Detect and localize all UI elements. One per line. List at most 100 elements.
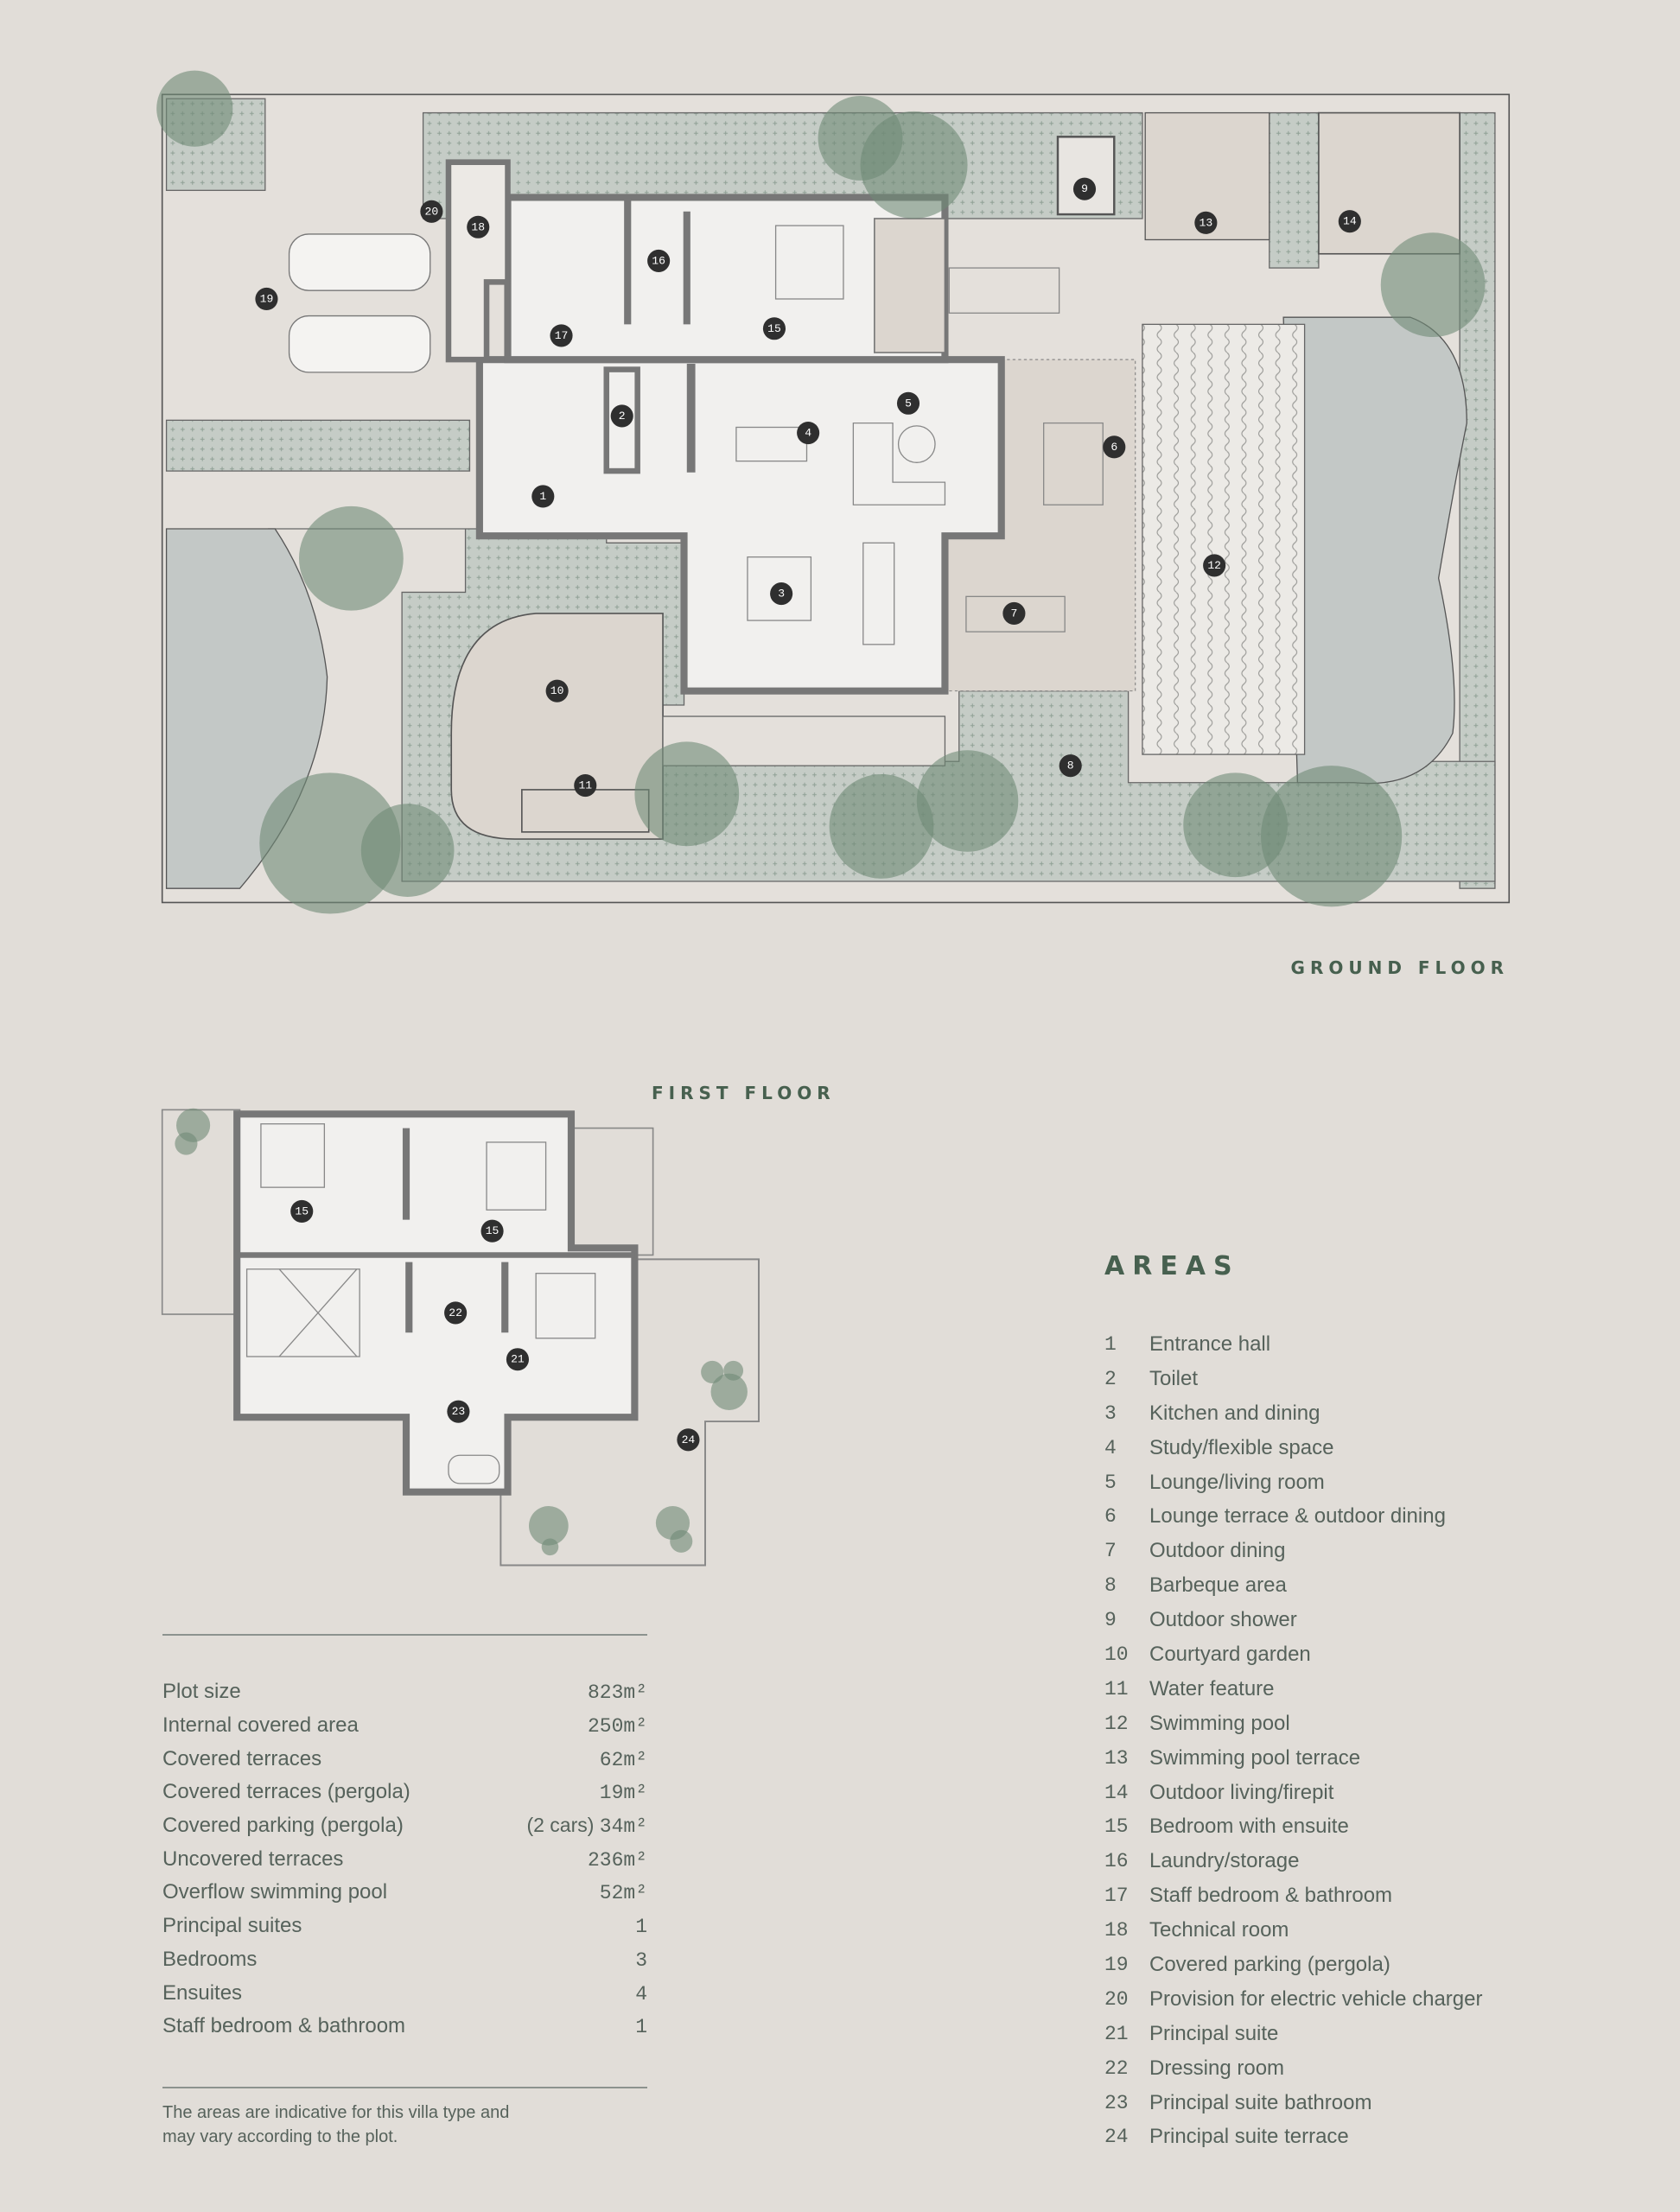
stat-value: 62m²: [600, 1747, 647, 1771]
tree-icon: [710, 1373, 748, 1410]
tree-icon: [1261, 766, 1403, 907]
room-marker: 15: [290, 1199, 314, 1223]
stat-label: Covered parking (pergola): [162, 1814, 404, 1838]
room-marker-number: 4: [805, 427, 811, 440]
stat-number: 1: [635, 1916, 647, 1939]
tree-icon: [259, 772, 401, 914]
area-item: 20 Provision for electric vehicle charger: [1104, 1982, 1483, 2017]
area-stats-table: Plot size 823m² Internal covered area 250m²…: [162, 1634, 647, 2044]
room-marker-number: 6: [1110, 441, 1117, 454]
area-number: 20: [1104, 1987, 1129, 2011]
room-marker-number: 7: [1010, 607, 1017, 620]
room-marker-number: 12: [1207, 559, 1221, 572]
tree-icon: [1380, 232, 1486, 338]
area-number: 2: [1104, 1367, 1117, 1390]
tree-icon: [298, 505, 404, 611]
area-number: 22: [1104, 2056, 1129, 2080]
area-number: 23: [1104, 2091, 1129, 2114]
area-label: Entrance hall: [1149, 1332, 1271, 1356]
area-number: 1: [1104, 1332, 1117, 1356]
room-marker-number: 24: [682, 1433, 696, 1446]
area-number: 11: [1104, 1677, 1129, 1700]
area-number: 21: [1104, 2022, 1129, 2045]
room-marker-number: 23: [452, 1405, 466, 1418]
note-divider: The areas are indicative for this villa …: [162, 2087, 647, 2149]
area-number: 18: [1104, 1919, 1129, 1942]
area-number: 24: [1104, 2126, 1129, 2149]
area-number: 19: [1104, 1953, 1129, 1976]
stat-number: 823m²: [587, 1681, 647, 1705]
room-marker: 18: [467, 215, 490, 238]
stat-row: Plot size 823m²: [162, 1675, 647, 1709]
room-marker-number: 2: [619, 410, 626, 423]
first-floor-label: FIRST FLOOR: [652, 1083, 836, 1103]
room-marker-number: 3: [778, 588, 785, 601]
tree-icon: [829, 773, 934, 879]
stat-label: Overflow swimming pool: [162, 1880, 388, 1904]
stat-label: Ensuites: [162, 1980, 243, 2005]
area-label: Barbeque area: [1149, 1573, 1287, 1598]
stat-row: Covered parking (pergola)(2 cars) 34m²: [162, 1809, 647, 1843]
tree-icon: [360, 804, 455, 897]
stat-row: Principal suites 1: [162, 1910, 647, 1943]
area-number: 12: [1104, 1712, 1129, 1735]
stat-number: 62m²: [599, 1748, 647, 1771]
stat-label: Covered terraces (pergola): [162, 1780, 410, 1804]
room-marker-number: 9: [1081, 182, 1088, 195]
stat-row: Covered terraces 62m²: [162, 1742, 647, 1776]
room-marker: 7: [1002, 601, 1026, 625]
area-label: Principal suite terrace: [1149, 2125, 1349, 2149]
area-number: 13: [1104, 1746, 1129, 1770]
stat-label: Internal covered area: [162, 1713, 359, 1738]
room-marker: 17: [550, 324, 573, 347]
area-label: Swimming pool terrace: [1149, 1745, 1361, 1770]
room-marker-number: 17: [555, 329, 569, 342]
tree-icon: [634, 741, 740, 847]
tree-icon: [541, 1538, 559, 1556]
room-marker-number: 5: [905, 397, 912, 410]
stat-value: 3: [635, 1948, 647, 1972]
area-label: Study/flexible space: [1149, 1435, 1334, 1459]
tree-icon: [529, 1505, 569, 1546]
stat-label: Plot size: [162, 1680, 241, 1704]
area-label: Kitchen and dining: [1149, 1401, 1320, 1425]
room-marker: 4: [797, 421, 820, 445]
room-marker-number: 22: [449, 1306, 462, 1319]
room-marker-number: 16: [652, 254, 665, 267]
room-marker: 8: [1059, 754, 1082, 778]
room-marker: 19: [255, 287, 278, 311]
area-number: 10: [1104, 1643, 1129, 1666]
area-item: 24 Principal suite terrace: [1104, 2120, 1483, 2154]
room-marker: 16: [647, 249, 671, 272]
stat-label: Covered terraces: [162, 1746, 322, 1770]
stat-number: 3: [635, 1948, 647, 1972]
room-marker: 13: [1194, 211, 1218, 234]
area-number: 14: [1104, 1781, 1129, 1804]
area-label: Technical room: [1149, 1918, 1289, 1942]
tree-icon: [860, 111, 968, 219]
room-marker: 14: [1338, 210, 1361, 233]
room-marker: 6: [1103, 435, 1126, 459]
stat-value: 250m²: [588, 1713, 647, 1738]
room-marker: 15: [480, 1219, 504, 1243]
stat-label: Principal suites: [162, 1914, 302, 1938]
car-icons: [288, 233, 431, 373]
disclaimer-note: The areas are indicative for this villa …: [162, 2103, 510, 2146]
room-marker-number: 20: [425, 205, 439, 218]
tree-icon: [175, 1132, 198, 1155]
room-marker: 20: [420, 200, 443, 223]
stat-row: Internal covered area 250m²: [162, 1709, 647, 1743]
room-marker-number: 10: [550, 684, 564, 697]
area-number: 9: [1104, 1609, 1117, 1632]
tree-icon: [723, 1360, 744, 1381]
stat-number: 34m²: [599, 1815, 647, 1839]
area-label: Provision for electric vehicle charger: [1149, 1986, 1483, 2011]
